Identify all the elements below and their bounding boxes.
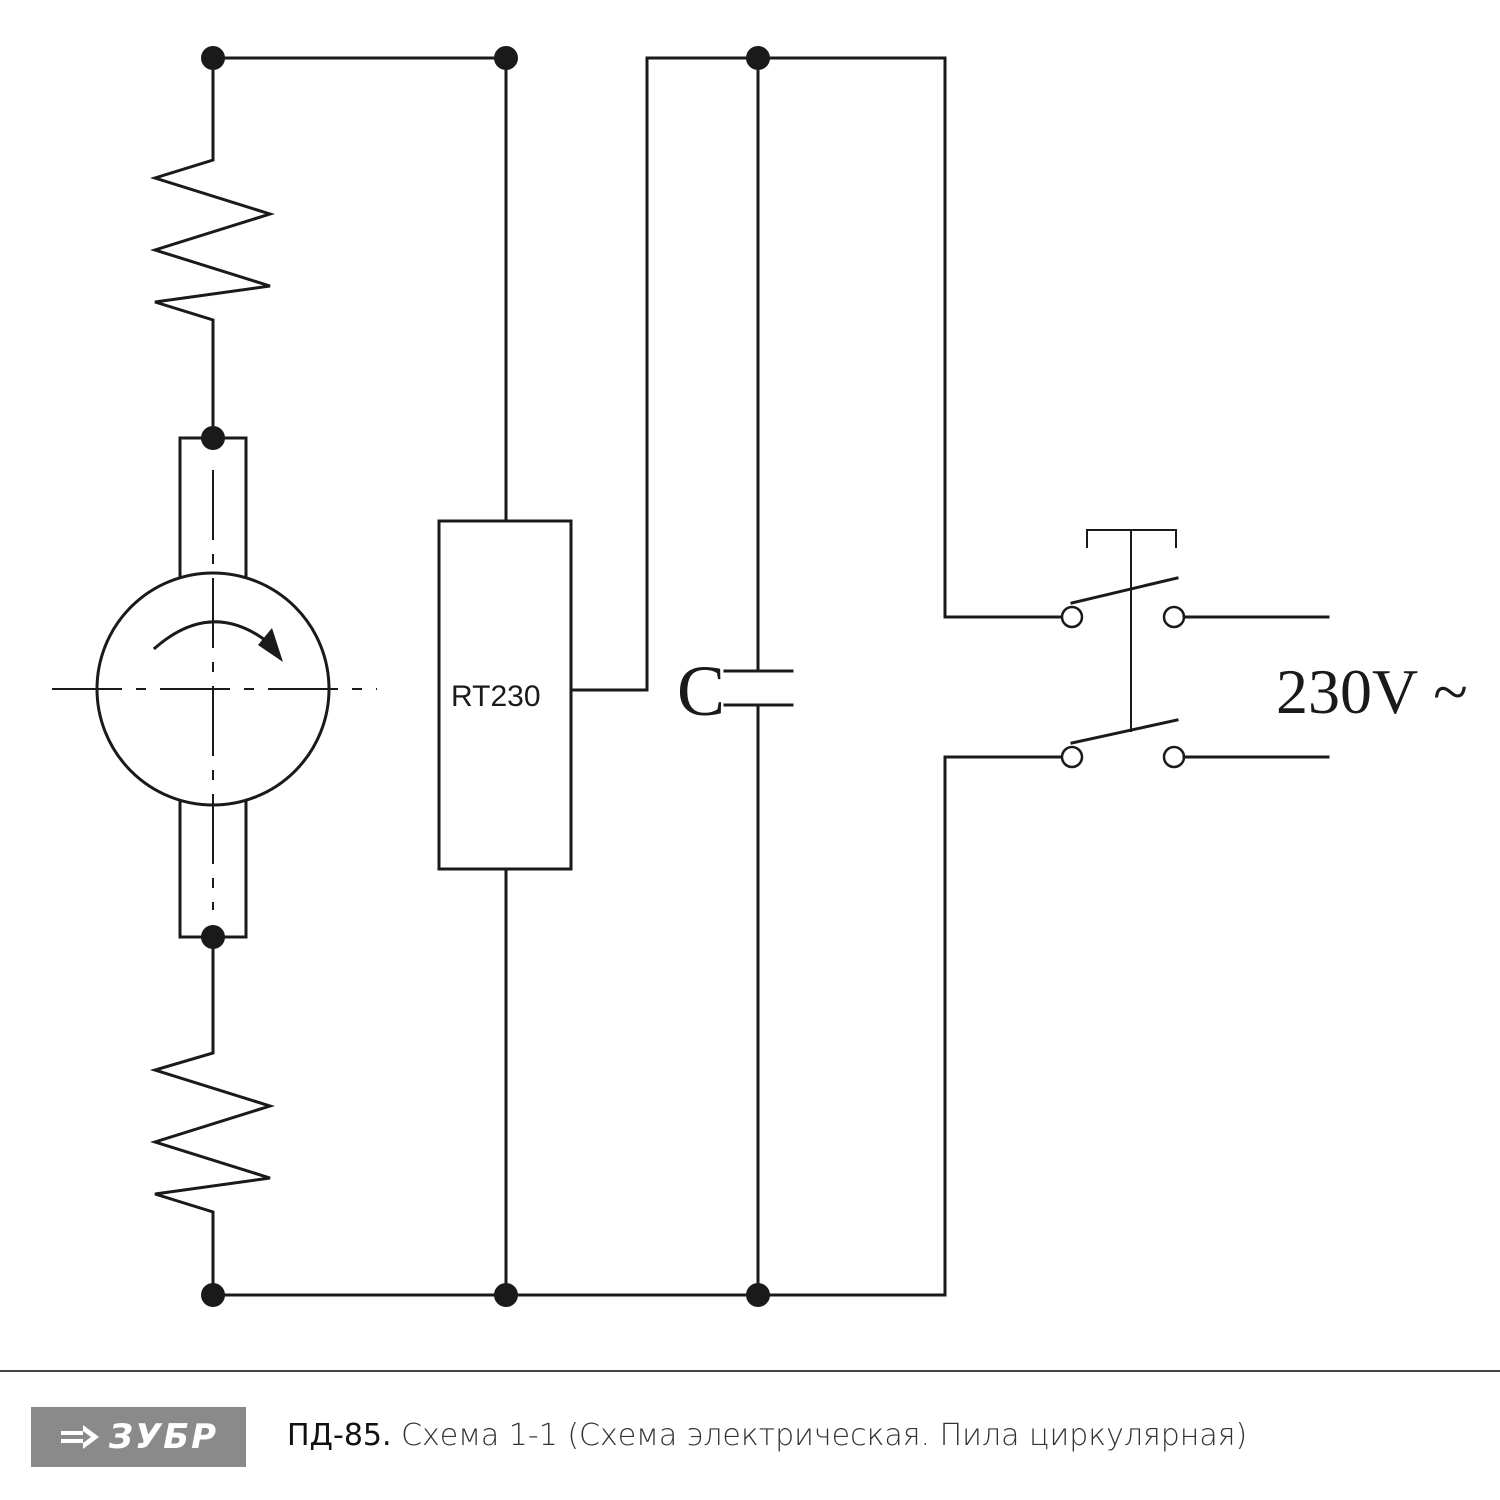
footer-divider <box>0 1370 1500 1372</box>
caption-description: Схема 1-1 (Схема электрическая. Пила цир… <box>401 1418 1248 1453</box>
bottom-wire <box>211 755 947 1297</box>
circuit-schematic: RT230 C 230V ~ <box>52 46 1468 1307</box>
capacitor: C <box>677 56 794 1297</box>
controller-label: RT230 <box>451 680 541 713</box>
brand-arrow-icon <box>60 1425 99 1449</box>
double-pole-switch: 230V ~ <box>943 529 1468 769</box>
brand-logo: ЗУБР <box>31 1407 246 1467</box>
controller-rt230: RT230 <box>437 56 649 1297</box>
rotation-arrow-icon <box>258 628 283 662</box>
capacitor-label: C <box>677 651 725 731</box>
junction-nodes <box>201 46 770 1307</box>
motor-symbol <box>52 436 377 939</box>
figure-caption: ПД-85. Схема 1-1 (Схема электрическая. П… <box>287 1418 1247 1453</box>
field-winding-lower <box>149 935 276 1297</box>
field-winding-upper <box>149 56 276 440</box>
top-wires <box>211 56 947 692</box>
supply-voltage-label: 230V ~ <box>1276 656 1468 727</box>
caption-model: ПД-85. <box>287 1418 392 1453</box>
brand-name: ЗУБР <box>108 1417 219 1457</box>
